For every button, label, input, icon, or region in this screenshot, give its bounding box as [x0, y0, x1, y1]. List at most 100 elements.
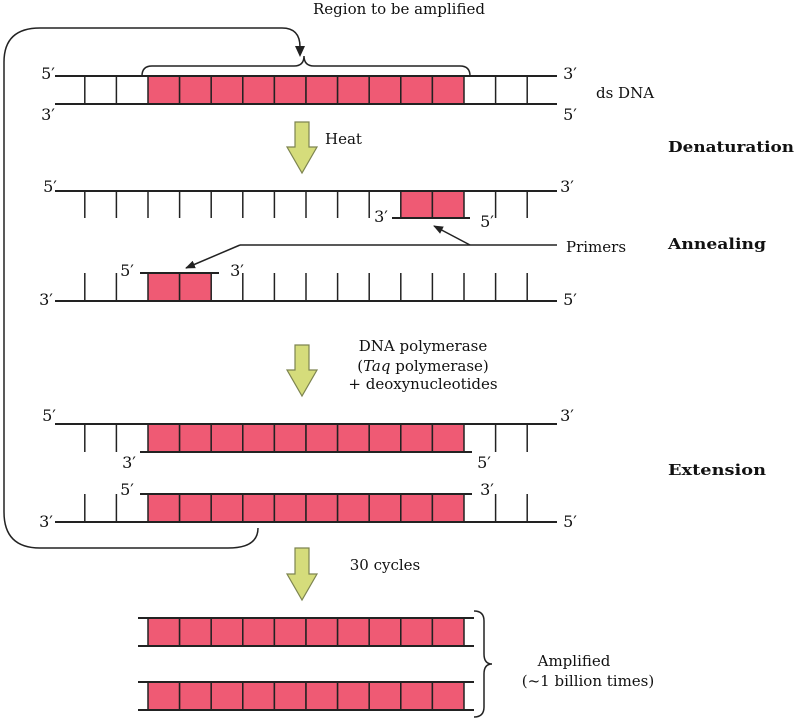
extended-region-segment: [210, 423, 244, 453]
denaturation-stage-label: Denaturation: [668, 138, 794, 156]
lower-primer-left-end-label: 5′: [120, 261, 134, 280]
ds-dna-top-right-end-label: 3′: [563, 64, 577, 83]
cycles-label: 30 cycles: [350, 556, 421, 574]
target-region-segment: [210, 75, 244, 105]
extended-region-segment: [178, 493, 212, 523]
upper-primer-right-end-label: 5′: [480, 212, 494, 231]
amplified-copy-segment: [147, 617, 181, 647]
amplified-copy-segment: [368, 617, 402, 647]
amplified-copy-segment: [242, 617, 276, 647]
extended-region-segment: [336, 493, 370, 523]
amplified-copy-segment: [305, 681, 339, 711]
extended-region-segment: [147, 493, 181, 523]
amplified-copy-segment: [431, 617, 465, 647]
target-region-segment: [178, 75, 212, 105]
amplified-copy-segment: [400, 681, 434, 711]
target-region-segment: [400, 75, 434, 105]
upper-primer-segment: [400, 190, 434, 219]
extended-region-segment: [178, 423, 212, 453]
target-region-segment: [368, 75, 402, 105]
extended-region-segment: [400, 423, 434, 453]
ds-dna-bottom-left-end-label: 3′: [41, 105, 55, 124]
extension-top-left-end-label: 5′: [42, 406, 56, 425]
lower-primer-right-end-label: 3′: [230, 261, 244, 280]
amplified-copy-segment: [336, 681, 370, 711]
amplified-copy-segment: [305, 617, 339, 647]
target-region-segment: [305, 75, 339, 105]
extension-bottom-new-right-end-label: 3′: [480, 480, 494, 499]
target-region-segment: [336, 75, 370, 105]
polymerase-line-2-close: polymerase): [390, 357, 488, 375]
amplified-copy-segment: [178, 681, 212, 711]
taq-enzyme-name: Taq: [363, 357, 390, 375]
polymerase-line-2: (Taq polymerase): [357, 357, 489, 375]
target-region-segment: [147, 75, 181, 105]
extended-region-segment: [400, 493, 434, 523]
extended-region-segment: [242, 423, 276, 453]
polymerase-step-arrow: [285, 344, 319, 398]
extension-top-right-end-label: 3′: [560, 406, 574, 425]
amplification-factor-label: (~1 billion times): [522, 672, 654, 690]
extended-region-segment: [147, 423, 181, 453]
cycles-step-arrow: [285, 547, 319, 602]
cycle-loop-arrow: [3, 27, 301, 549]
extended-region-segment: [368, 423, 402, 453]
primers-label: Primers: [566, 238, 626, 256]
extension-top-new-right-end-label: 5′: [477, 453, 491, 472]
extended-region-segment: [431, 423, 465, 453]
amplified-copy-segment: [336, 617, 370, 647]
extended-region-segment: [210, 493, 244, 523]
amplified-copy-segment: [178, 617, 212, 647]
lower-primer-segment: [178, 272, 212, 302]
amplified-copy-segment: [273, 617, 307, 647]
target-region-segment: [242, 75, 276, 105]
heat-step-arrow: [285, 121, 319, 175]
polymerase-line-3: + deoxynucleotides: [348, 375, 497, 393]
amplified-copy-segment: [210, 681, 244, 711]
amplified-copy-segment: [210, 617, 244, 647]
upper-primer-segment: [431, 190, 465, 219]
primer-pointer-arrow-upper: [433, 225, 471, 246]
denatured-strand-left-end-label: 5′: [43, 177, 57, 196]
extended-region-segment: [242, 493, 276, 523]
extension-bottom-right-end-label: 5′: [563, 512, 577, 531]
ds-dna-bottom-right-end-label: 5′: [563, 105, 577, 124]
heat-label: Heat: [325, 130, 362, 148]
extended-region-segment: [273, 493, 307, 523]
annealed-strand-right-end-label: 5′: [563, 290, 577, 309]
extended-region-segment: [305, 493, 339, 523]
annealing-stage-label: Annealing: [667, 235, 767, 253]
polymerase-line-2-open: (: [357, 357, 363, 375]
polymerase-line-1: DNA polymerase: [359, 337, 488, 355]
extension-stage-label: Extension: [668, 461, 766, 479]
amplified-label: Amplified: [537, 652, 611, 670]
amplified-copy-segment: [368, 681, 402, 711]
dna-strands-layer: [55, 75, 557, 711]
target-region-segment: [431, 75, 465, 105]
ds-dna-label: ds DNA: [596, 84, 654, 102]
amplified-copy-segment: [273, 681, 307, 711]
upper-primer-left-end-label: 3′: [374, 207, 388, 226]
extended-region-segment: [273, 423, 307, 453]
annealed-strand-left-end-label: 3′: [39, 290, 53, 309]
extended-region-segment: [305, 423, 339, 453]
region-brace: [141, 55, 471, 77]
denatured-strand-right-end-label: 3′: [560, 177, 574, 196]
ds-dna-top-left-end-label: 5′: [41, 64, 55, 83]
extended-region-segment: [336, 423, 370, 453]
cycle-loop-arrowhead: [295, 46, 305, 57]
extension-top-new-left-end-label: 3′: [122, 453, 136, 472]
lower-primer-segment: [147, 272, 181, 302]
target-region-segment: [273, 75, 307, 105]
amplified-copy-segment: [431, 681, 465, 711]
extension-bottom-left-end-label: 3′: [39, 512, 53, 531]
amplified-brace: [473, 610, 493, 718]
amplified-copy-segment: [242, 681, 276, 711]
amplified-copy-segment: [400, 617, 434, 647]
extended-region-segment: [368, 493, 402, 523]
amplified-copy-segment: [147, 681, 181, 711]
region-to-amplify-label: Region to be amplified: [313, 0, 485, 18]
extended-region-segment: [431, 493, 465, 523]
extension-bottom-new-left-end-label: 5′: [120, 480, 134, 499]
